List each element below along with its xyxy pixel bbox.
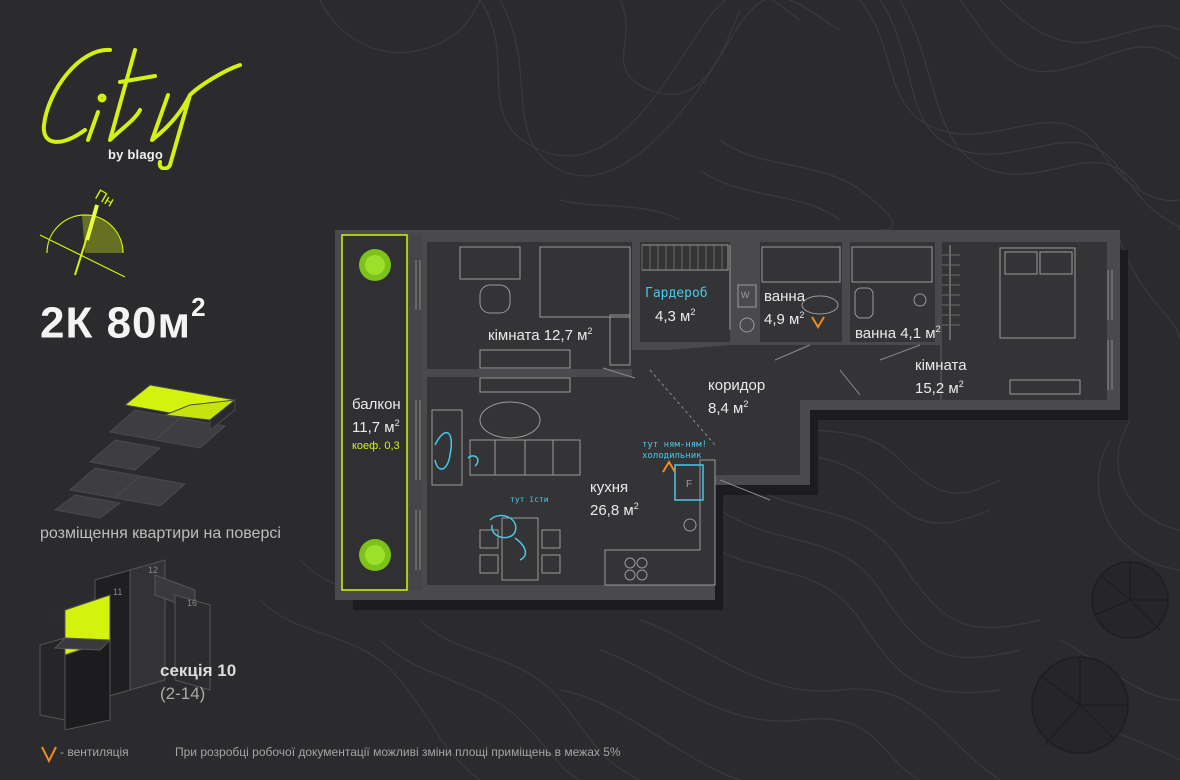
- apartment-type: 2К: [40, 298, 94, 348]
- ventilation-legend-icon: [41, 746, 57, 764]
- kitchen-label: кухня 26,8 м2: [590, 478, 639, 520]
- area-unit-sup: 2: [191, 292, 207, 322]
- wardrobe-area-value: 4,3 м: [655, 308, 691, 325]
- room1-area-sup: 2: [587, 326, 593, 336]
- disclaimer: При розробці робочої документації можлив…: [175, 745, 621, 759]
- balcony-area-text: 11,7 м2: [352, 414, 401, 437]
- bath1-area: 4,9 м2: [764, 306, 805, 329]
- section-blocks-diagram: [39, 559, 211, 730]
- corridor-area-sup: 2: [743, 399, 749, 409]
- bath2-name-area: ванна 4,1 м: [855, 325, 936, 342]
- corridor-area-value: 8,4 м: [708, 400, 744, 417]
- bath1-area-sup: 2: [799, 310, 805, 320]
- bath2-area-sup: 2: [935, 324, 941, 334]
- wardrobe-area: 4,3 м2: [645, 303, 708, 326]
- floor-position-diagram: [53, 384, 237, 519]
- balcony-area-sup: 2: [394, 418, 400, 428]
- wardrobe-label: Гардероб 4,3 м2: [645, 284, 708, 326]
- floor-position-caption: розміщення квартири на поверсі: [40, 525, 281, 542]
- block-number-16: 16: [187, 598, 198, 608]
- fridge-note-line2: холодильник: [642, 451, 702, 461]
- logo-subtitle: by blago: [108, 147, 164, 162]
- ventilation-legend: - вентиляція: [60, 745, 129, 759]
- section-label: секція 10: [160, 661, 237, 680]
- city-logo: [41, 47, 242, 170]
- washer-letter: W: [741, 290, 750, 300]
- corridor-label: коридор 8,4 м2: [708, 376, 765, 418]
- bath1-area-value: 4,9 м: [764, 311, 800, 328]
- compass-north-icon: [39, 204, 126, 278]
- room2-area-value: 15,2 м: [915, 380, 959, 397]
- room2-area-sup: 2: [958, 379, 964, 389]
- block-number-12: 12: [148, 565, 159, 575]
- balcony-label: балкон 11,7 м2 коеф. 0,3: [352, 395, 401, 456]
- section-floors: (2-14): [160, 684, 206, 703]
- wardrobe-area-sup: 2: [690, 307, 696, 317]
- balcony-coef: коеф. 0,3: [352, 440, 400, 452]
- fridge-note-line1: тут ням-ням!: [642, 440, 708, 450]
- tree-icon: [1031, 561, 1169, 754]
- block-number-11: 11: [113, 587, 123, 597]
- room1-label: кімната 12,7 м2: [488, 322, 592, 345]
- balcony-area-value: 11,7 м: [352, 419, 395, 436]
- wardrobe-name: Гардероб: [645, 286, 708, 301]
- table-note: тут їсти: [510, 495, 549, 504]
- room2-name: кімната: [915, 357, 967, 374]
- room2-area: 15,2 м2: [915, 375, 967, 398]
- bath2-label: ванна 4,1 м2: [855, 320, 941, 343]
- bath1-name: ванна: [764, 288, 806, 305]
- bath1-label: ванна 4,9 м2: [764, 287, 805, 329]
- room2-label: кімната 15,2 м2: [915, 356, 967, 398]
- plant-icon: [359, 249, 391, 281]
- balcony-name: балкон: [352, 396, 401, 413]
- block-number-10: 10: [50, 613, 61, 623]
- fridge-letter: F: [686, 479, 693, 490]
- fridge-note: тут ням-ням! холодильник: [642, 440, 707, 462]
- ventilation-icon: [662, 460, 676, 473]
- apartment-area: 80м: [106, 298, 192, 348]
- ventilation-icon: [811, 316, 825, 329]
- plant-icon: [359, 539, 391, 571]
- kitchen-area-value: 26,8 м: [590, 502, 634, 519]
- floor-plan: [335, 230, 1128, 610]
- corridor-name: коридор: [708, 377, 766, 394]
- kitchen-area: 26,8 м2: [590, 497, 639, 520]
- balcony-area: [341, 234, 408, 591]
- kitchen-name: кухня: [590, 479, 629, 496]
- corridor-area: 8,4 м2: [708, 395, 765, 418]
- apartment-title: 2К 80м2: [40, 292, 207, 349]
- kitchen-area-sup: 2: [633, 501, 639, 511]
- room1-name-area: кімната 12,7 м: [488, 327, 588, 344]
